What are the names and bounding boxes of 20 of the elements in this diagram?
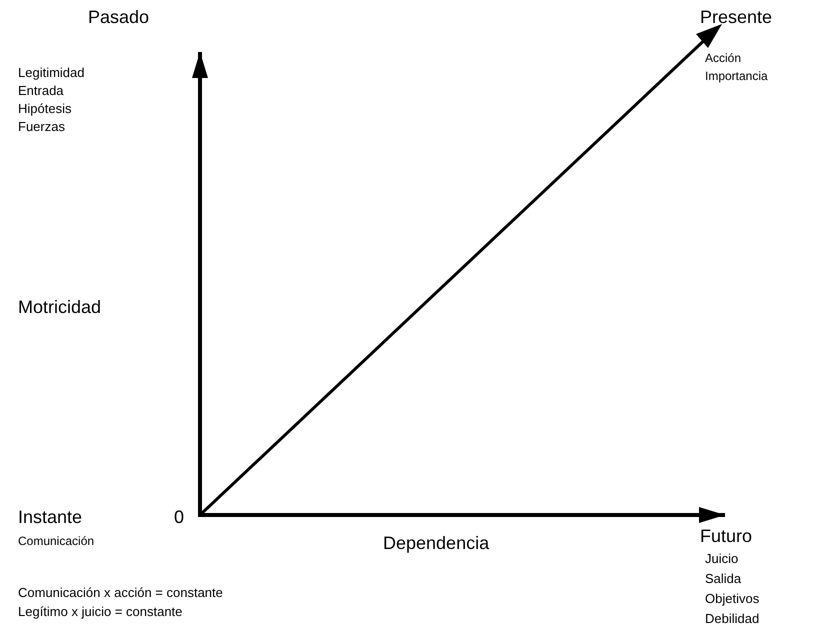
list-item: Entrada <box>18 84 64 98</box>
list-item: Hipótesis <box>18 102 72 116</box>
axis-title: Instante <box>18 508 82 528</box>
axis-title: Pasado <box>88 8 150 28</box>
formula-text: Legítimo x juicio = constante <box>18 605 182 620</box>
axis-label: Dependencia <box>383 534 490 554</box>
list-item: Objetivos <box>705 592 760 606</box>
list-item: Legitimidad <box>18 66 84 80</box>
list-item: Salida <box>705 572 742 586</box>
origin-label: 0 <box>174 508 184 528</box>
axis-sublabel: Comunicación <box>18 535 94 548</box>
list-item: Importancia <box>705 70 768 84</box>
list-item: Juicio <box>705 552 738 566</box>
axis-title: Presente <box>700 8 772 28</box>
list-item: Fuerzas <box>18 120 65 134</box>
list-item: Acción <box>705 52 742 66</box>
formula-text: Comunicación x acción = constante <box>18 586 223 600</box>
axis-title: Futuro <box>700 527 752 547</box>
list-item: Debilidad <box>705 612 760 626</box>
axis-label: Motricidad <box>18 298 102 318</box>
